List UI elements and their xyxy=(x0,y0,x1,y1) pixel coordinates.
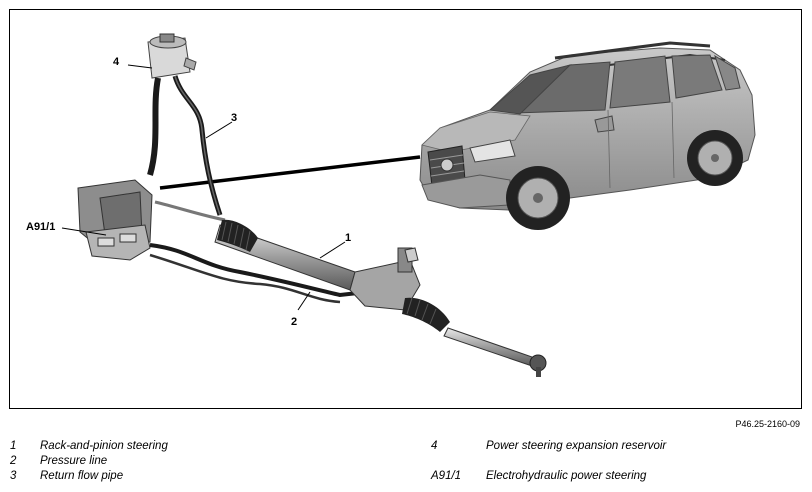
vehicle-image xyxy=(419,41,756,230)
electrohydraulic-pump xyxy=(77,179,153,261)
rear-wheel xyxy=(687,130,743,186)
legend-text: Return flow pipe xyxy=(40,470,124,482)
legend-item: 1 Rack-and-pinion steering xyxy=(10,440,390,456)
legend-key: 1 xyxy=(10,440,17,452)
legend-key: 3 xyxy=(10,470,17,482)
callout-1: 1 xyxy=(345,232,352,244)
legend-item: 4 Power steering expansion reservoir xyxy=(431,440,801,456)
legend-key: 2 xyxy=(10,455,17,467)
callout-leaders xyxy=(61,64,346,311)
legend-item: A91/1 Electrohydraulic power steering xyxy=(431,470,801,486)
legend-item: 2 Pressure line xyxy=(10,455,390,471)
diagram-frame: 4 3 1 2 A91/1 xyxy=(9,9,802,409)
front-wheel xyxy=(506,166,570,230)
callout-3: 3 xyxy=(231,112,238,124)
callout-2: 2 xyxy=(291,316,298,328)
expansion-reservoir xyxy=(147,33,197,79)
figure-reference: P46.25-2160-09 xyxy=(735,419,800,429)
callout-a91-1: A91/1 xyxy=(26,221,56,233)
legend-key: 4 xyxy=(431,440,438,452)
legend-text: Electrohydraulic power steering xyxy=(486,470,647,482)
callout-4: 4 xyxy=(113,56,120,68)
legend-text: Power steering expansion reservoir xyxy=(486,440,667,452)
rack-and-pinion xyxy=(214,219,547,377)
legend-key: A91/1 xyxy=(431,470,462,482)
legend-text: Pressure line xyxy=(40,455,108,467)
steering-illustration xyxy=(61,33,756,377)
pointer-line xyxy=(159,155,421,190)
legend-text: Rack-and-pinion steering xyxy=(40,440,168,452)
legend-item: 3 Return flow pipe xyxy=(10,470,390,486)
